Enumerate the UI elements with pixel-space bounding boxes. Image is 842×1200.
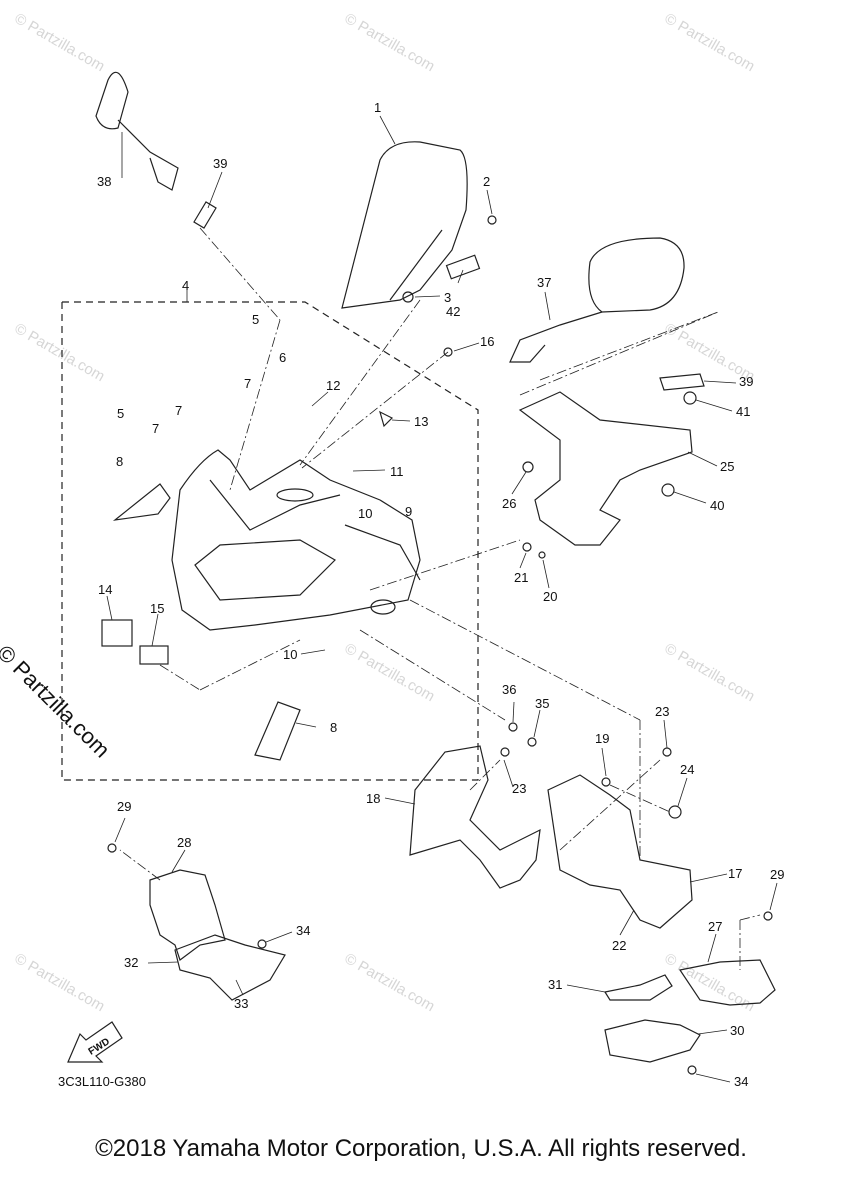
washer-21 (522, 542, 532, 552)
bolt-29-right (763, 911, 773, 921)
lower-bracket-left (149, 869, 226, 961)
bolt-34-right (687, 1065, 697, 1075)
callout-10: 10 (283, 647, 297, 662)
bracket-39-left (193, 201, 217, 229)
callout-42: 42 (446, 304, 460, 319)
callout-14: 14 (98, 582, 112, 597)
nut-40 (661, 483, 675, 497)
right-mirror (588, 237, 685, 313)
callout-7: 7 (244, 376, 251, 391)
callout-29: 29 (117, 799, 131, 814)
callout-28: 28 (177, 835, 191, 850)
callout-36: 36 (502, 682, 516, 697)
decal-8-upper (112, 483, 171, 521)
nut-3 (402, 291, 414, 303)
callout-2: 2 (483, 174, 490, 189)
callout-26: 26 (502, 496, 516, 511)
callout-39: 39 (213, 156, 227, 171)
callout-34: 34 (734, 1074, 748, 1089)
decal-8-lower (254, 701, 301, 761)
callout-11: 11 (390, 464, 404, 479)
callout-17: 17 (728, 866, 742, 881)
diagram-reference-code: 3C3L110-G380 (58, 1074, 146, 1089)
callout-22: 22 (612, 938, 626, 953)
callout-37: 37 (537, 275, 551, 290)
lower-plate-left (174, 934, 286, 1001)
callout-8: 8 (116, 454, 123, 469)
bracket-39-right (659, 373, 705, 391)
callout-18: 18 (366, 791, 380, 806)
assembly-group-box (61, 301, 479, 781)
fwd-arrow-icon: FWD (67, 1021, 123, 1063)
callout-1: 1 (374, 100, 381, 115)
callout-27: 27 (708, 919, 722, 934)
callout-23: 23 (655, 704, 669, 719)
bolt-29-left (107, 843, 117, 853)
garnish-31 (604, 974, 673, 1001)
callout-23: 23 (512, 781, 526, 796)
callout-38: 38 (97, 174, 111, 189)
callout-5: 5 (252, 312, 259, 327)
washer-36 (508, 722, 518, 732)
bolt-35 (527, 737, 537, 747)
left-mirror (95, 71, 129, 130)
callout-5: 5 (117, 406, 124, 421)
callout-30: 30 (730, 1023, 744, 1038)
callout-40: 40 (710, 498, 724, 513)
callout-4: 4 (182, 278, 189, 293)
lower-plate-right (604, 1019, 701, 1063)
side-panel-left (409, 745, 541, 889)
bolt-16 (443, 347, 453, 357)
callout-33: 33 (234, 996, 248, 1011)
callout-7: 7 (152, 421, 159, 436)
bolt-26 (522, 461, 534, 473)
clip-13 (379, 410, 394, 428)
callout-21: 21 (514, 570, 528, 585)
callout-16: 16 (480, 334, 494, 349)
bolt-23-left (500, 747, 510, 757)
collar-41 (683, 391, 697, 405)
callout-35: 35 (535, 696, 549, 711)
callout-41: 41 (736, 404, 750, 419)
bolt-23-right (662, 747, 672, 757)
callout-13: 13 (414, 414, 428, 429)
windscreen (341, 141, 468, 309)
bracket-15 (139, 645, 169, 665)
callout-10: 10 (358, 506, 372, 521)
callout-15: 15 (150, 601, 164, 616)
callout-24: 24 (680, 762, 694, 777)
callout-32: 32 (124, 955, 138, 970)
grommet-42 (445, 254, 481, 280)
callout-39: 39 (739, 374, 753, 389)
callout-20: 20 (543, 589, 557, 604)
callout-31: 31 (548, 977, 562, 992)
callout-7: 7 (175, 403, 182, 418)
cowling-stay (518, 391, 693, 546)
callout-3: 3 (444, 290, 451, 305)
side-panel-right (547, 774, 693, 929)
callout-29: 29 (770, 867, 784, 882)
bolt-2 (487, 215, 497, 225)
callout-12: 12 (326, 378, 340, 393)
callout-6: 6 (279, 350, 286, 365)
callout-25: 25 (720, 459, 734, 474)
bolt-19 (601, 777, 611, 787)
bracket-14 (101, 619, 133, 647)
lower-bracket-right (679, 959, 776, 1006)
callout-8: 8 (330, 720, 337, 735)
callout-19: 19 (595, 731, 609, 746)
collar-24 (668, 805, 682, 819)
callout-34: 34 (296, 923, 310, 938)
bolt-34-left (257, 939, 267, 949)
copyright-footer: ©2018 Yamaha Motor Corporation, U.S.A. A… (95, 1135, 747, 1162)
front-cowling (171, 449, 421, 631)
bolt-20 (538, 551, 546, 559)
callout-9: 9 (405, 504, 412, 519)
